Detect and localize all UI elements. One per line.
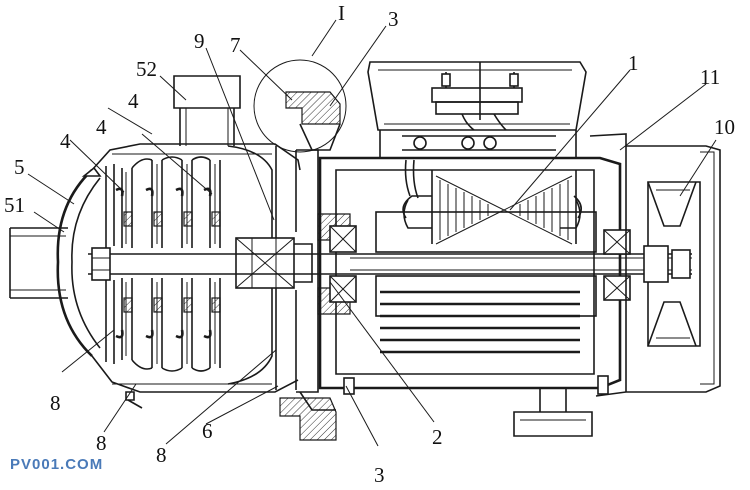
watermark: PV001.COM bbox=[10, 456, 104, 473]
label-4-c: 4 bbox=[60, 129, 71, 153]
terminal-box bbox=[367, 61, 587, 158]
label-11: 11 bbox=[700, 65, 720, 89]
label-8-a: 8 bbox=[50, 391, 61, 415]
part-labels: I 3 9 7 52 1 11 4 4 4 10 5 51 8 8 8 6 2 … bbox=[4, 1, 735, 487]
pump-casing bbox=[56, 143, 301, 409]
label-8-b: 8 bbox=[96, 431, 107, 455]
discharge-nozzle bbox=[173, 75, 241, 146]
label-52: 52 bbox=[136, 57, 157, 81]
label-10: 10 bbox=[714, 115, 735, 139]
bracket-flange bbox=[253, 59, 347, 441]
label-6: 6 bbox=[202, 419, 213, 443]
label-3-top: 3 bbox=[388, 7, 399, 31]
impeller-stack bbox=[105, 156, 221, 372]
label-5: 5 bbox=[14, 155, 25, 179]
pump-shaft bbox=[88, 247, 692, 281]
label-1: 1 bbox=[628, 51, 639, 75]
cooling-fan bbox=[643, 181, 701, 347]
label-8-c: 8 bbox=[156, 443, 167, 467]
fan-cover bbox=[589, 133, 721, 397]
motor-housing bbox=[317, 156, 631, 437]
label-2: 2 bbox=[432, 425, 443, 449]
label-9: 9 bbox=[194, 29, 205, 53]
label-3-bottom: 3 bbox=[374, 463, 385, 487]
label-4-a: 4 bbox=[128, 89, 139, 113]
label-51: 51 bbox=[4, 193, 25, 217]
pump-body-wall bbox=[227, 145, 313, 390]
label-I: I bbox=[338, 1, 345, 25]
leader-lines bbox=[27, 19, 717, 447]
label-4-b: 4 bbox=[96, 115, 107, 139]
label-7: 7 bbox=[230, 33, 241, 57]
